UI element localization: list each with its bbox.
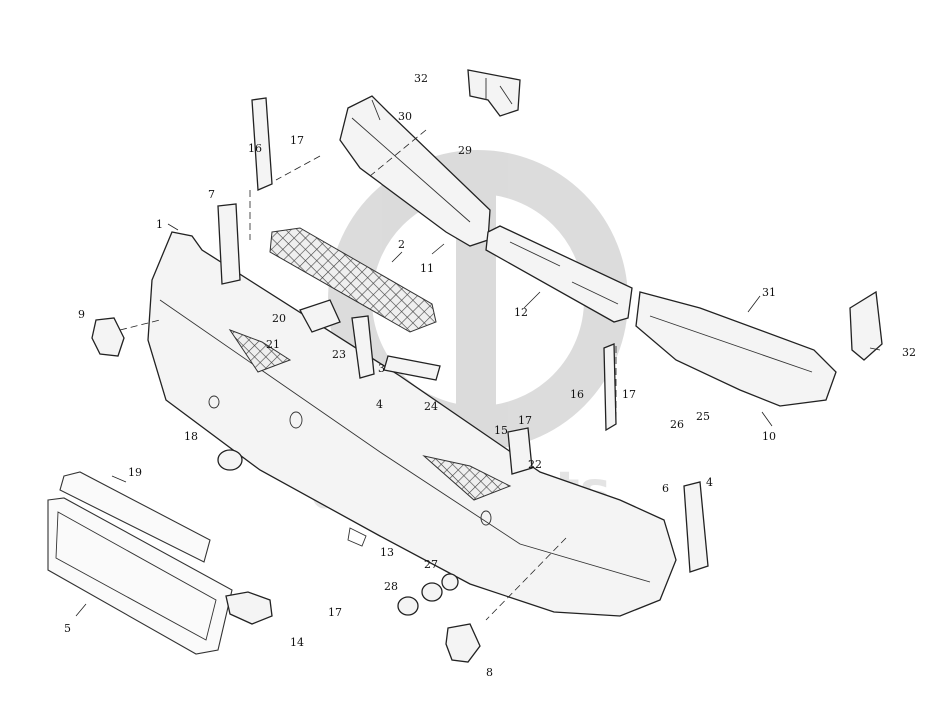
callout-1: 1 bbox=[156, 218, 163, 231]
callout-4-right: 4 bbox=[706, 476, 713, 489]
callout-14: 14 bbox=[290, 636, 304, 649]
callout-4-left: 4 bbox=[376, 398, 383, 411]
callout-10: 10 bbox=[762, 430, 776, 443]
callout-20: 20 bbox=[272, 312, 286, 325]
callout-29: 29 bbox=[458, 144, 472, 157]
callout-25: 25 bbox=[696, 410, 710, 423]
bracket-14 bbox=[225, 591, 273, 625]
callout-6: 6 bbox=[662, 482, 669, 495]
callouts: 32 30 29 16 17 7 1 2 11 12 31 32 9 20 21… bbox=[64, 72, 916, 679]
callout-22: 22 bbox=[528, 458, 542, 471]
callout-13: 13 bbox=[380, 546, 394, 559]
callout-30: 30 bbox=[398, 110, 412, 123]
callout-17-top: 17 bbox=[290, 134, 304, 147]
step-plate-2 bbox=[269, 227, 437, 333]
end-cover-10 bbox=[635, 291, 837, 407]
callout-17-mid: 17 bbox=[518, 414, 532, 427]
plate-trim-19 bbox=[59, 471, 211, 563]
bar-12 bbox=[485, 225, 633, 323]
callout-8: 8 bbox=[486, 666, 493, 679]
callout-2: 2 bbox=[398, 238, 405, 251]
cap-9 bbox=[91, 317, 125, 357]
bracket-32-right bbox=[849, 290, 883, 361]
leader-lines bbox=[75, 129, 881, 621]
callout-26: 26 bbox=[670, 418, 684, 431]
bracket-7 bbox=[217, 203, 241, 285]
callout-7: 7 bbox=[208, 188, 215, 201]
cap-8 bbox=[445, 623, 481, 663]
callout-17-right: 17 bbox=[622, 388, 636, 401]
main-bumper-1 bbox=[147, 231, 677, 617]
callout-17-bottom: 17 bbox=[328, 606, 342, 619]
brackets-16-left bbox=[251, 97, 273, 191]
callout-18: 18 bbox=[184, 430, 198, 443]
callout-24: 24 bbox=[424, 400, 438, 413]
callout-32-upper: 32 bbox=[414, 72, 428, 85]
bracket-20 bbox=[299, 299, 341, 333]
bracket-15 bbox=[507, 427, 533, 475]
callout-28: 28 bbox=[384, 580, 398, 593]
callout-16-right: 16 bbox=[570, 388, 584, 401]
callout-15: 15 bbox=[494, 424, 508, 437]
grommet-18 bbox=[217, 449, 243, 471]
bracket-3 bbox=[383, 355, 441, 381]
callout-19: 19 bbox=[128, 466, 142, 479]
hook-23 bbox=[351, 315, 375, 379]
callout-31: 31 bbox=[762, 286, 776, 299]
callout-9: 9 bbox=[78, 308, 85, 321]
bracket-6 bbox=[683, 481, 709, 573]
clip-13 bbox=[347, 527, 367, 547]
callout-3: 3 bbox=[378, 362, 385, 375]
callout-5: 5 bbox=[64, 622, 71, 635]
callout-11: 11 bbox=[420, 262, 434, 275]
callout-23: 23 bbox=[332, 348, 346, 361]
nut-28-27 bbox=[397, 573, 459, 616]
step-rail-11 bbox=[339, 95, 491, 247]
callout-21: 21 bbox=[266, 338, 280, 351]
callout-32-right: 32 bbox=[902, 346, 916, 359]
bracket-32-upper bbox=[467, 69, 521, 117]
brackets-16-right bbox=[603, 343, 617, 432]
license-plate-5 bbox=[47, 497, 233, 655]
callout-12: 12 bbox=[514, 306, 528, 319]
callout-27: 27 bbox=[424, 558, 438, 571]
callout-16-left: 16 bbox=[248, 142, 262, 155]
